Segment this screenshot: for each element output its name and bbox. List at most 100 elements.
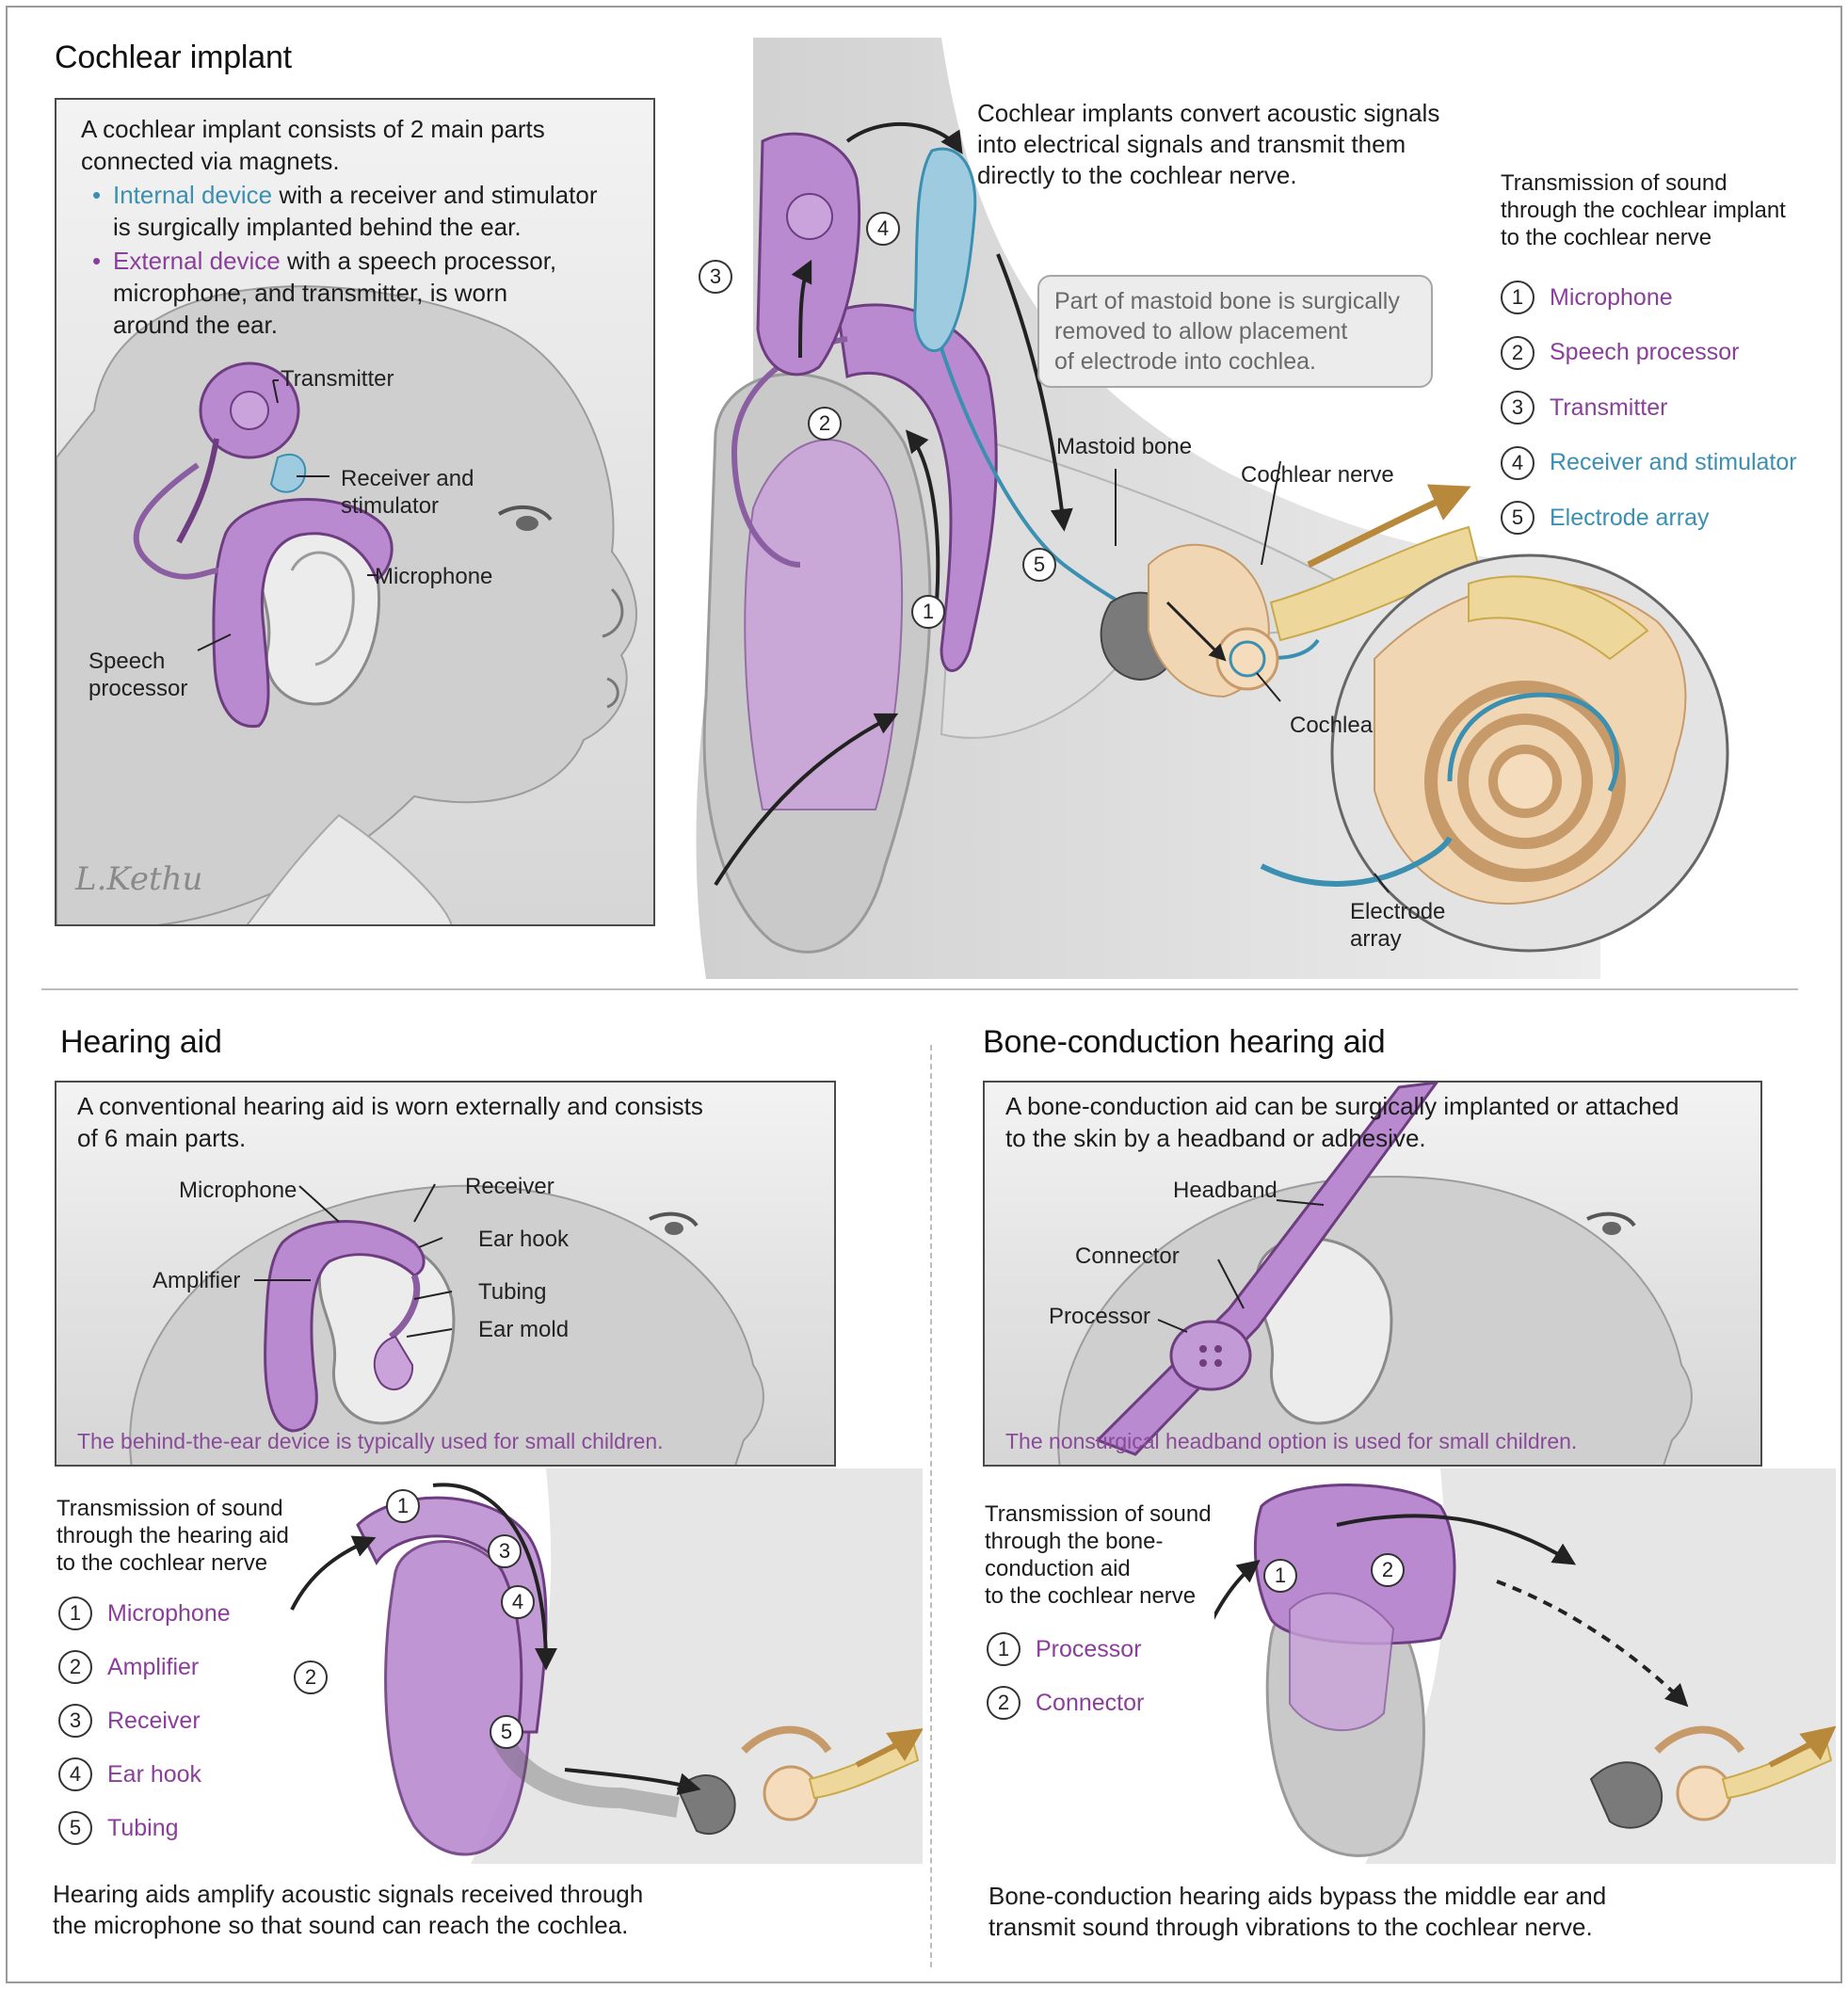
label-receiver-line-1: Receiver and	[341, 466, 474, 491]
ha-legend-heading: Transmission of sound through the hearin…	[56, 1495, 289, 1577]
cochlear-marker-2: 2	[808, 407, 842, 441]
hearing-aid-intro-text: A conventional hearing aid is worn exter…	[77, 1090, 703, 1154]
number-badge-icon: 1	[987, 1632, 1020, 1666]
cochlear-device-panel: A cochlear implant consists of 2 main pa…	[55, 98, 655, 926]
label-ha-microphone: Microphone	[179, 1178, 297, 1203]
label-ha-amplifier: Amplifier	[153, 1268, 241, 1293]
section-divider	[41, 988, 1798, 990]
number-badge-icon: 1	[58, 1596, 92, 1630]
cochlear-legend-label: Microphone	[1550, 283, 1673, 311]
ha-marker-2: 2	[294, 1660, 328, 1694]
mastoid-note-box: Part of mastoid bone is surgically remov…	[1037, 275, 1433, 388]
ha-legend-item: 4 Ear hook	[58, 1757, 201, 1791]
bc-legend-head-1: Transmission of sound	[985, 1501, 1212, 1527]
hearing-aid-section-title: Hearing aid	[60, 1024, 222, 1060]
label-microphone: Microphone	[375, 564, 493, 589]
label-bc-headband: Headband	[1173, 1178, 1278, 1203]
ha-summary-line-2: the microphone so that sound can reach t…	[53, 1911, 629, 1939]
internal-device-bullet: • Internal device with a receiver and st…	[92, 179, 646, 243]
external-device-term: External device	[113, 247, 281, 275]
ha-marker-4: 4	[501, 1585, 535, 1619]
label-speech-line-2: processor	[88, 676, 188, 701]
bc-marker-1: 1	[1263, 1559, 1297, 1593]
cochlear-legend-heading: Transmission of sound through the cochle…	[1501, 169, 1786, 251]
label-transmitter: Transmitter	[281, 366, 394, 392]
label-electrode-line-2: array	[1350, 926, 1402, 952]
external-device-bullet: • External device with a speech processo…	[92, 245, 646, 341]
infant-hearing-aid-illustration	[129, 1183, 764, 1465]
external-device-desc-2: microphone, and transmitter, is worn	[113, 279, 508, 307]
hearing-aid-anatomy-illustration	[290, 1468, 923, 1864]
bc-legend-item: 1 Processor	[987, 1632, 1142, 1666]
ha-marker-5: 5	[490, 1715, 523, 1749]
hearing-aid-note: The behind-the-ear device is typically u…	[77, 1429, 664, 1453]
ha-legend-label: Tubing	[107, 1814, 179, 1841]
cochlear-marker-1: 1	[911, 595, 945, 629]
ha-legend-label: Amplifier	[107, 1653, 200, 1680]
cochlear-marker-3: 3	[699, 260, 732, 294]
bc-marker-2: 2	[1371, 1553, 1405, 1587]
bc-legend-label: Processor	[1036, 1635, 1142, 1662]
cochlear-anatomy-illustration	[696, 38, 1729, 979]
bullet-dot-icon: •	[92, 181, 102, 209]
ha-legend-label: Ear hook	[107, 1760, 202, 1788]
ha-marker-3: 3	[488, 1534, 522, 1568]
label-mastoid-bone: Mastoid bone	[1056, 434, 1193, 459]
label-cochlea: Cochlea	[1290, 713, 1374, 738]
label-receiver-line-2: stimulator	[341, 493, 440, 519]
bc-intro-line-2: to the skin by a headband or adhesive.	[1005, 1124, 1426, 1152]
cochlear-summary-line-3: directly to the cochlear nerve.	[977, 161, 1297, 189]
bone-conduction-device-panel: A bone-conduction aid can be surgically …	[983, 1081, 1762, 1467]
internal-device-desc-1: with a receiver and stimulator	[272, 181, 598, 209]
number-badge-icon: 4	[58, 1757, 92, 1791]
column-divider	[930, 1045, 932, 1967]
bone-conduction-anatomy-illustration	[1214, 1468, 1836, 1864]
cochlear-legend-head-2: through the cochlear implant	[1501, 198, 1786, 223]
hearing-aid-intro-line-2: of 6 main parts.	[77, 1124, 247, 1152]
cochlear-legend-label: Speech processor	[1550, 339, 1740, 365]
ha-marker-1: 1	[386, 1489, 420, 1523]
cochlear-summary-line-2: into electrical signals and transmit the…	[977, 130, 1406, 158]
hearing-aid-device-panel: A conventional hearing aid is worn exter…	[55, 1081, 836, 1467]
internal-device-desc-2: is surgically implanted behind the ear.	[113, 213, 522, 241]
label-bc-connector: Connector	[1075, 1243, 1180, 1269]
bc-legend-head-3: conduction aid	[985, 1556, 1131, 1581]
ha-legend-head-1: Transmission of sound	[56, 1496, 283, 1521]
label-cochlear-nerve: Cochlear nerve	[1241, 462, 1394, 488]
ha-legend-label: Microphone	[107, 1599, 231, 1627]
bone-conduction-section-title: Bone-conduction hearing aid	[983, 1024, 1386, 1060]
cochlear-summary-line-1: Cochlear implants convert acoustic signa…	[977, 99, 1440, 127]
label-ha-receiver: Receiver	[465, 1174, 554, 1199]
number-badge-icon: 3	[1501, 391, 1535, 425]
bone-conduction-intro-text: A bone-conduction aid can be surgically …	[1005, 1090, 1679, 1154]
cochlear-intro-line-1: A cochlear implant consists of 2 main pa…	[81, 115, 545, 143]
bc-legend-head-2: through the bone-	[985, 1529, 1164, 1554]
number-badge-icon: 3	[58, 1704, 92, 1738]
bc-summary-line-1: Bone-conduction hearing aids bypass the …	[988, 1882, 1607, 1910]
label-bc-processor: Processor	[1049, 1304, 1151, 1329]
bone-conduction-summary: Bone-conduction hearing aids bypass the …	[988, 1881, 1606, 1943]
cochlear-legend-head-1: Transmission of sound	[1501, 170, 1727, 196]
number-badge-icon: 5	[58, 1811, 92, 1845]
label-ha-ear-mold: Ear mold	[478, 1317, 570, 1342]
label-speech-line-1: Speech	[88, 649, 166, 674]
cochlear-section-title: Cochlear implant	[55, 40, 292, 75]
infant-bone-conduction-illustration	[1057, 1083, 1693, 1465]
bone-conduction-note: The nonsurgical headband option is used …	[1005, 1429, 1578, 1453]
external-device-desc-3: around the ear.	[113, 311, 278, 339]
cochlear-legend-label: Transmitter	[1550, 393, 1668, 421]
cochlear-legend-label: Electrode array	[1550, 504, 1710, 531]
mastoid-note-line-1: Part of mastoid bone is surgically	[1054, 288, 1400, 314]
cochlear-legend-item: 3 Transmitter	[1501, 391, 1667, 425]
label-speech-processor: Speech processor	[88, 648, 187, 702]
label-receiver-stimulator: Receiver and stimulator	[341, 465, 474, 520]
number-badge-icon: 2	[987, 1686, 1020, 1720]
ha-legend-head-3: to the cochlear nerve	[56, 1550, 268, 1576]
